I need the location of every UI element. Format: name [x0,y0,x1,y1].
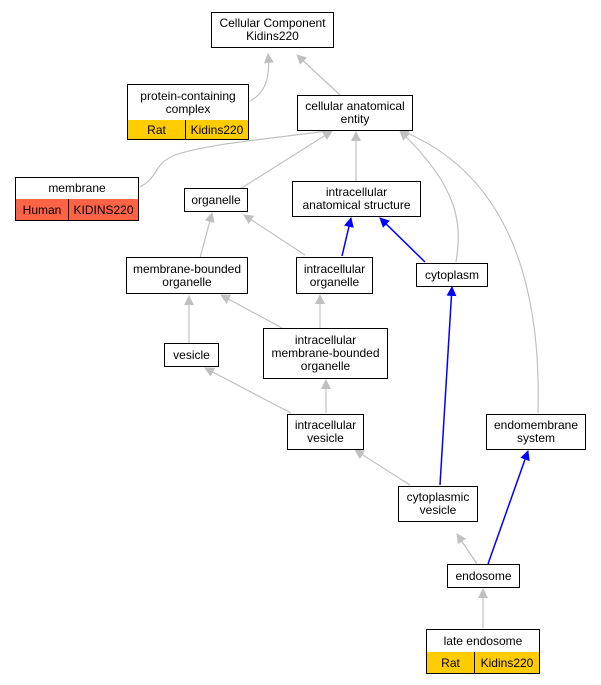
node-cytoplasm[interactable]: cytoplasm [416,263,488,287]
node-label: intracellular vesicle [294,418,357,445]
node-label: membrane-bounded organelle [132,261,242,289]
node-label: membrane [16,178,138,200]
species-cell: Rat [128,120,185,139]
annotation-row: Human KIDINS220 [16,199,138,220]
node-membrane[interactable]: membrane Human KIDINS220 [15,177,139,221]
edge-mbo-to-organelle [199,212,215,259]
edge-cytoplasm-to-entity [399,130,459,263]
edge-entity-to-root [296,54,341,96]
node-label: intracellular organelle [303,261,366,289]
node-intracellular-membrane-bounded-organelle[interactable]: intracellular membrane-bounded organelle [263,328,388,379]
edge-organelle-to-entity [239,130,333,190]
node-label: endomembrane system [493,418,579,445]
edge-complex-to-root [249,53,274,102]
node-label: cytoplasmic vesicle [406,490,470,517]
node-label: organelle [191,192,241,207]
node-intracellular-organelle[interactable]: intracellular organelle [296,257,373,294]
edge-ivesicle-to-vesicle [204,367,292,414]
edge-endomembrane-to-entity [399,128,539,414]
node-late-endosome[interactable]: late endosome Rat Kidins220 [426,629,540,674]
edge-cytoplasm-partof-iastructure [379,217,426,263]
edge-cvesicle-to-ivesicle [354,449,411,486]
species-cell: Human [16,199,68,220]
node-label: intracellular membrane-bounded organelle [271,333,380,373]
edge-iorganelle-to-organelle [243,214,306,256]
node-membrane-bounded-organelle[interactable]: membrane-bounded organelle [126,257,248,294]
edge-endosome-partof-endomembrane [487,450,530,565]
node-label: protein-containing complex [128,85,248,121]
node-label: intracellular anatomical structure [302,185,411,212]
node-label: cellular anatomical entity [305,99,405,126]
gene-cell: KIDINS220 [68,199,138,220]
edge-endosome-to-cvesicle [456,533,478,565]
species-cell: Rat [427,652,474,673]
node-label: Cellular Component Kidins220 [219,16,326,43]
edge-imbo-to-mbo [220,294,283,329]
edge-membrane-to-entity [139,126,334,188]
node-label: vesicle [173,347,210,362]
node-endosome[interactable]: endosome [447,564,520,588]
edge-iorganelle-partof-iastructure [341,217,354,257]
annotation-row: Rat Kidins220 [427,652,539,673]
node-vesicle[interactable]: vesicle [164,343,219,367]
gene-cell: Kidins220 [474,652,539,673]
node-cellular-component-root[interactable]: Cellular Component Kidins220 [211,12,334,48]
node-organelle[interactable]: organelle [184,188,248,212]
annotation-row: Rat Kidins220 [128,120,248,139]
node-label: endosome [455,568,512,583]
node-protein-containing-complex[interactable]: protein-containing complex Rat Kidins220 [127,84,249,140]
node-label: cytoplasm [424,267,480,282]
node-intracellular-vesicle[interactable]: intracellular vesicle [287,414,364,450]
edge-cvesicle-partof-cytoplasm [439,286,457,486]
node-label: late endosome [427,630,539,653]
node-cellular-anatomical-entity[interactable]: cellular anatomical entity [297,95,413,131]
gene-cell: Kidins220 [185,120,248,139]
node-cytoplasmic-vesicle[interactable]: cytoplasmic vesicle [398,486,478,522]
node-intracellular-anatomical-structure[interactable]: intracellular anatomical structure [292,181,421,217]
node-endomembrane-system[interactable]: endomembrane system [486,414,586,450]
